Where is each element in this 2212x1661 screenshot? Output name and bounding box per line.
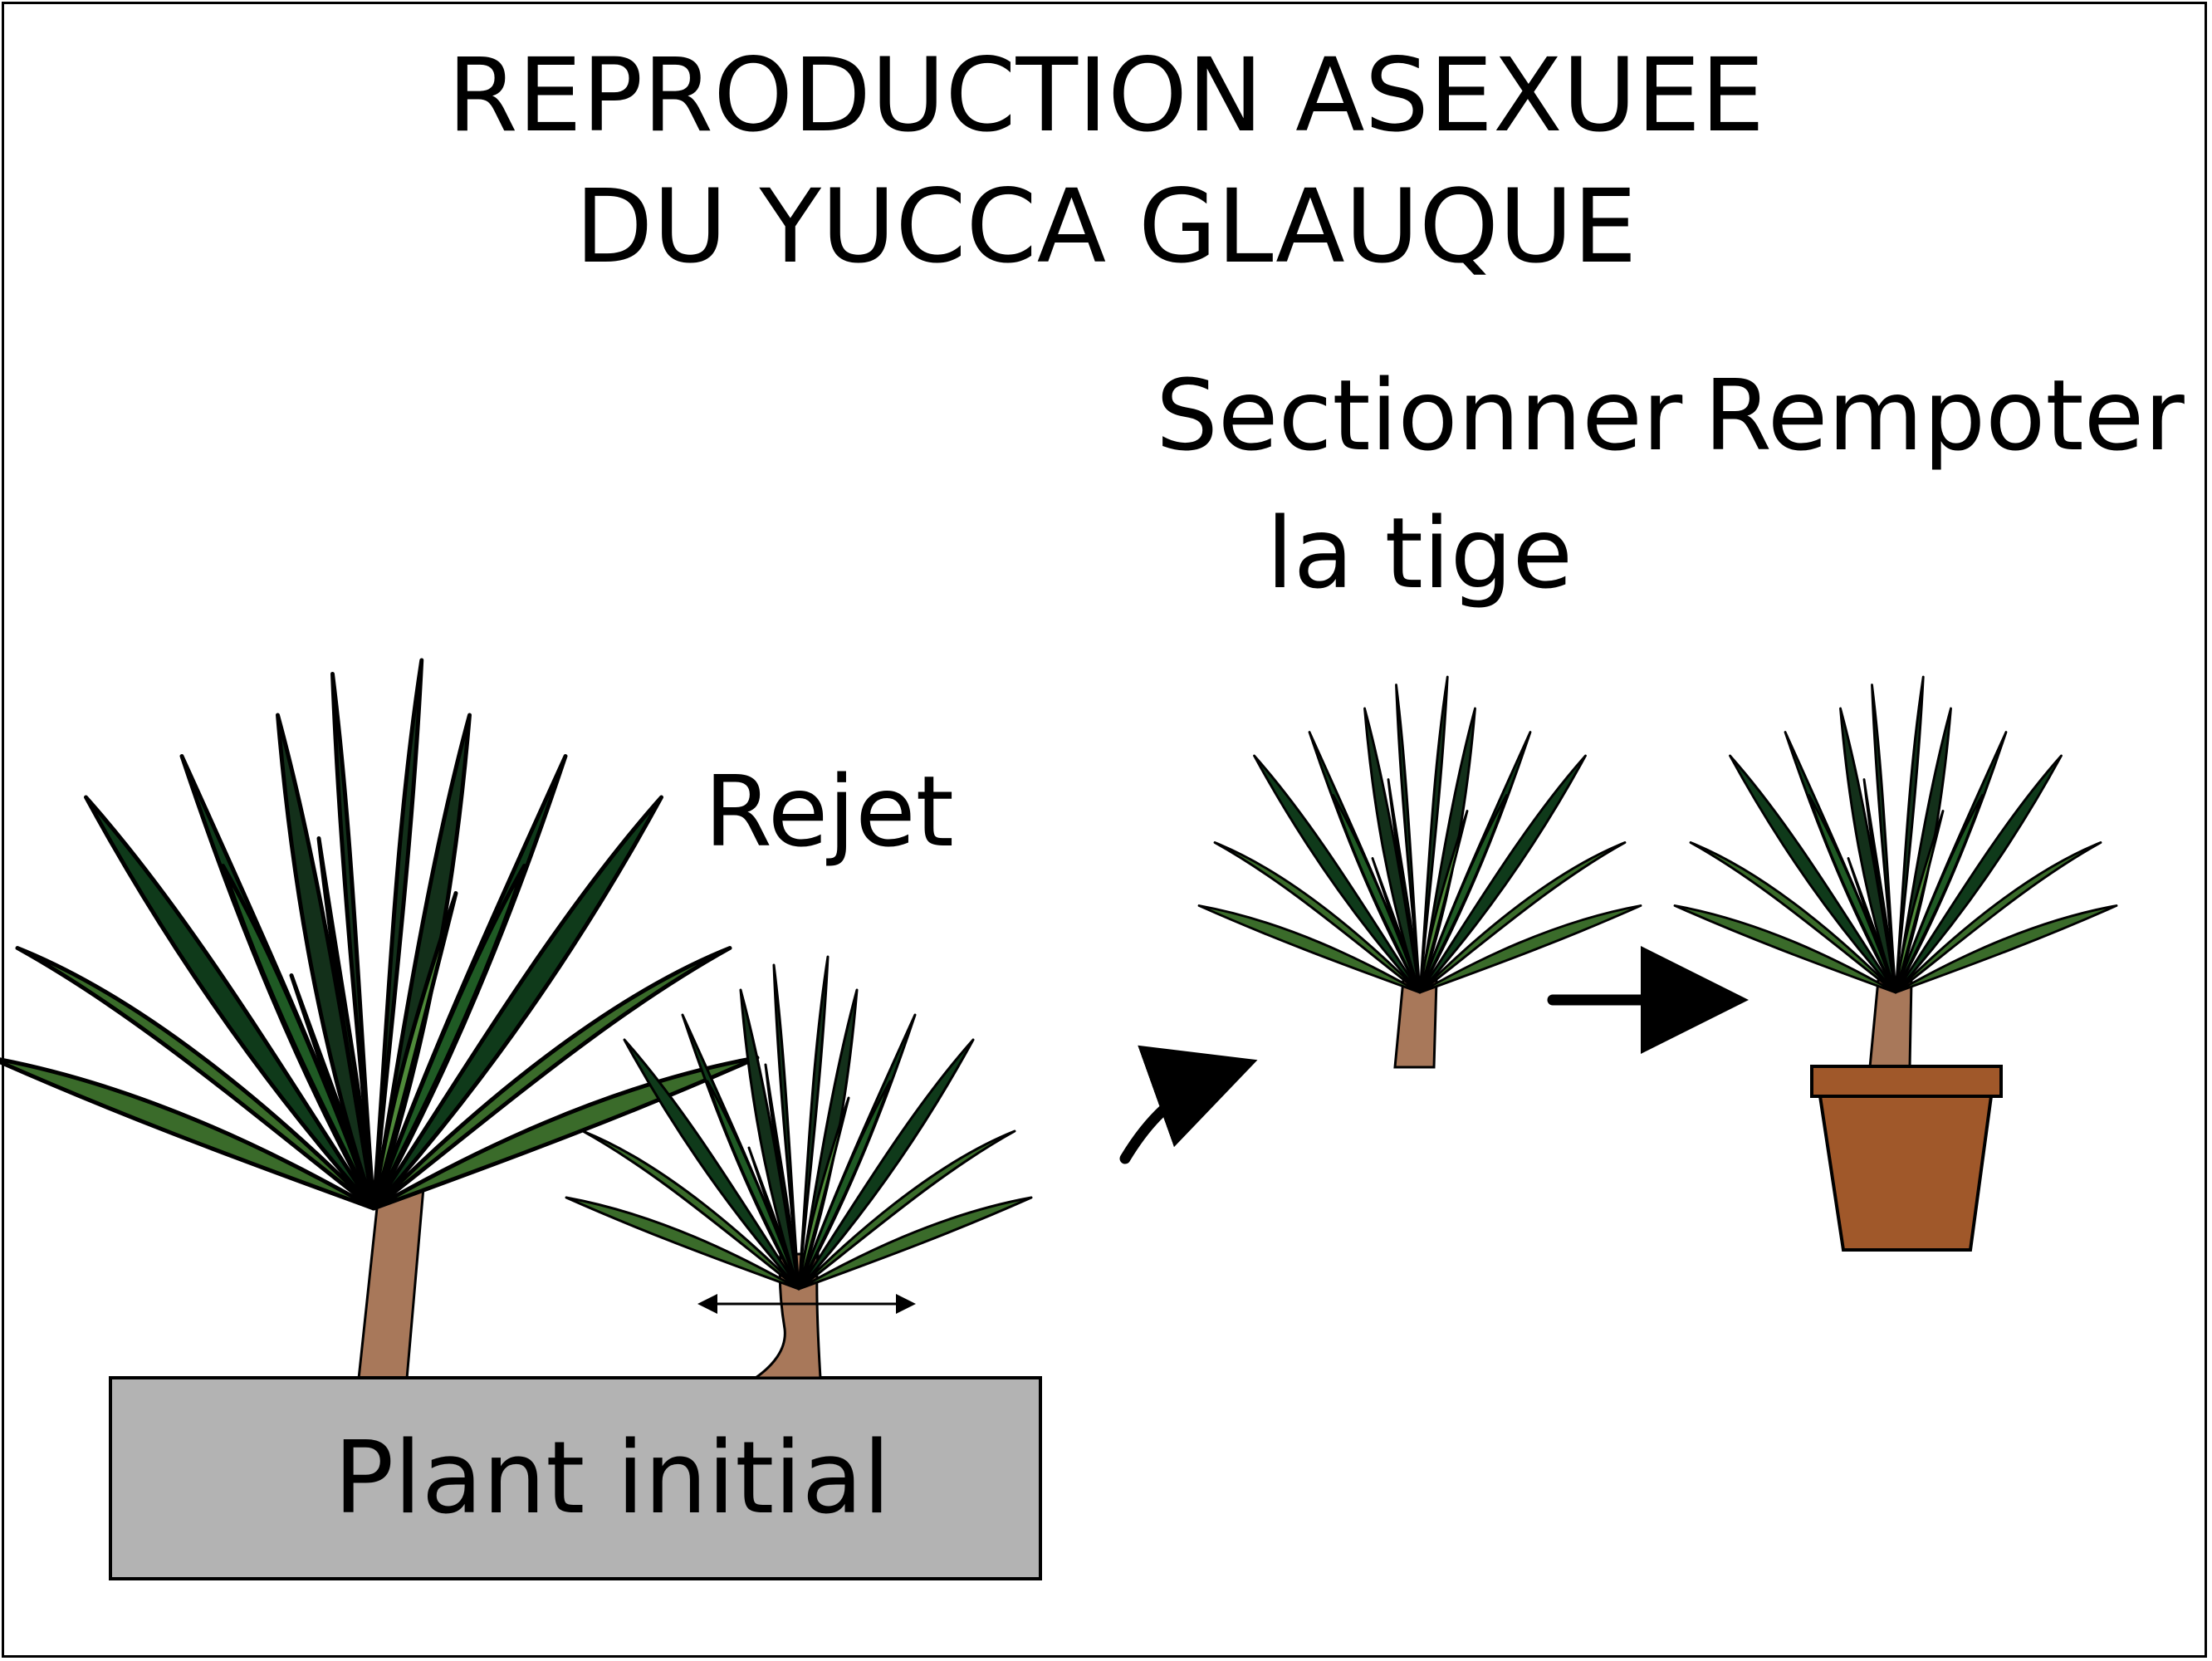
step-cut-label-line-2: la tige <box>1266 496 1573 610</box>
initial-plant-crown <box>0 660 757 1208</box>
pot-body <box>1818 1095 1994 1252</box>
step-cut-label-line-1: Sectionner <box>1156 358 1683 473</box>
cut-offshoot-crown <box>1197 675 1642 994</box>
step-repot-label: Rempoter <box>1704 358 2185 473</box>
title-line-2: DU YUCCA GLAUQUE <box>575 168 1637 286</box>
title-line-1: REPRODUCTION ASEXUEE <box>447 37 1765 154</box>
repotted-trunk <box>1868 978 1913 1069</box>
cut-offshoot-plant <box>1197 675 1642 1069</box>
initial-plant-label: Plant initial <box>334 1421 891 1536</box>
repotted-crown <box>1673 675 2118 994</box>
cut-offshoot-trunk <box>1393 978 1438 1069</box>
offshoot-label: Rejet <box>704 754 954 869</box>
offshoot-plant <box>565 955 1033 1379</box>
initial-plant <box>0 660 757 1380</box>
curved-step-arrow <box>1119 1045 1258 1164</box>
soil-box <box>109 1376 1042 1580</box>
initial-plant-trunk <box>357 1185 425 1380</box>
repotted-plant <box>1673 675 2118 1252</box>
pot-rim <box>1810 1065 2003 1098</box>
